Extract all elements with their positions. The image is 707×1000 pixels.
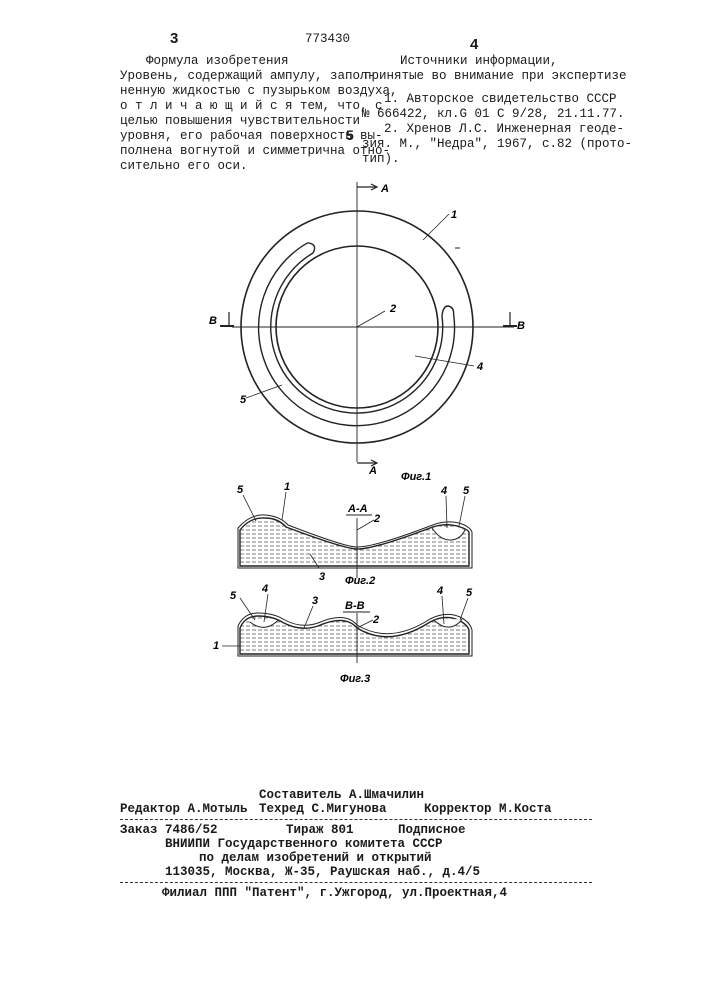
section-label: В-В — [345, 600, 365, 612]
label-3: 3 — [312, 595, 318, 607]
label-3: 3 — [319, 571, 325, 583]
label-2: 2 — [389, 303, 396, 315]
corrector: Корректор М.Коста — [424, 802, 552, 817]
org-address: 113035, Москва, Ж-35, Раушская наб., д.4… — [165, 865, 480, 880]
section-marker: В — [209, 315, 217, 327]
label-1: 1 — [451, 209, 457, 221]
divider — [120, 882, 592, 883]
section-marker: В — [517, 320, 525, 332]
label-4: 4 — [261, 583, 268, 595]
editor: Редактор А.Мотыль — [120, 802, 248, 817]
compiler: Составитель А.Шмачилин — [259, 788, 424, 803]
circulation: Тираж 801 — [286, 823, 354, 838]
patent-drawings: А А В В 1 2 4 5 Фиг.1 5 1 4 5 А-А 2 3 Фи… — [0, 0, 707, 720]
subscription: Подписное — [398, 823, 466, 838]
section-label: А-А — [347, 503, 368, 515]
label-4: 4 — [436, 585, 443, 597]
label-5: 5 — [463, 485, 470, 497]
org-line: ВНИИПИ Государственного комитета СССР — [165, 837, 443, 852]
label-1: 1 — [284, 481, 290, 493]
label-4: 4 — [476, 361, 483, 373]
figure-1-caption: Фиг.1 — [401, 471, 431, 483]
label-2: 2 — [373, 513, 380, 525]
divider — [120, 819, 592, 820]
label-5: 5 — [240, 394, 247, 406]
order-number: Заказ 7486/52 — [120, 823, 218, 838]
org-line: по делам изобретений и открытий — [199, 851, 432, 866]
tech-editor: Техред С.Мигунова — [259, 802, 387, 817]
figure-2: 5 1 4 5 А-А 2 3 Фиг.2 — [237, 481, 472, 587]
branch-address: Филиал ППП "Патент", г.Ужгород, ул.Проек… — [162, 886, 507, 901]
label-5: 5 — [466, 587, 473, 599]
label-2: 2 — [372, 614, 379, 626]
label-5: 5 — [237, 484, 244, 496]
figure-3-caption: Фиг.3 — [340, 673, 370, 685]
section-marker: А — [380, 183, 389, 195]
figure-1: А А В В 1 2 4 5 Фиг.1 — [209, 182, 525, 483]
label-4: 4 — [440, 485, 447, 497]
label-5: 5 — [230, 590, 237, 602]
label-1: 1 — [213, 640, 219, 652]
figure-2-caption: Фиг.2 — [345, 575, 375, 587]
section-marker: А — [368, 465, 377, 477]
figure-3: 5 4 3 В-В 2 4 5 1 Фиг.3 — [213, 583, 473, 685]
